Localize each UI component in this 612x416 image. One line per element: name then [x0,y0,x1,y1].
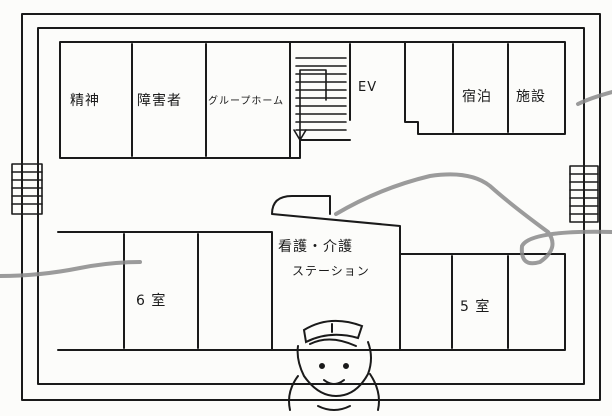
label-ev: EV [358,80,378,95]
label-room6: 6 室 [136,293,167,309]
left-side-stairs [11,163,43,215]
label-nurse-station-line1: 看護・介護 [278,239,353,255]
path-right-top [576,90,612,106]
bottom-right-room-block [399,253,566,351]
path-center [334,172,612,266]
inner-wall [37,27,585,385]
outer-wall [21,13,601,401]
bottom-left-room-block [57,231,273,351]
nurse-icon [288,319,380,411]
nurse-station [271,195,401,351]
label-shukuhaku: 宿泊 [462,89,492,105]
stairs [293,57,347,141]
stairs-down-arrow-icon [293,69,327,141]
label-room5: 5 室 [460,299,491,315]
label-nurse-station-line2: ステーション [292,264,370,278]
right-side-stairs [569,165,599,223]
label-seishin: 精神 [70,93,100,109]
label-group-home: グループホーム [208,96,285,107]
label-shogaisha: 障害者 [137,93,182,109]
path-left [0,260,142,278]
label-shisetsu: 施設 [516,89,546,105]
